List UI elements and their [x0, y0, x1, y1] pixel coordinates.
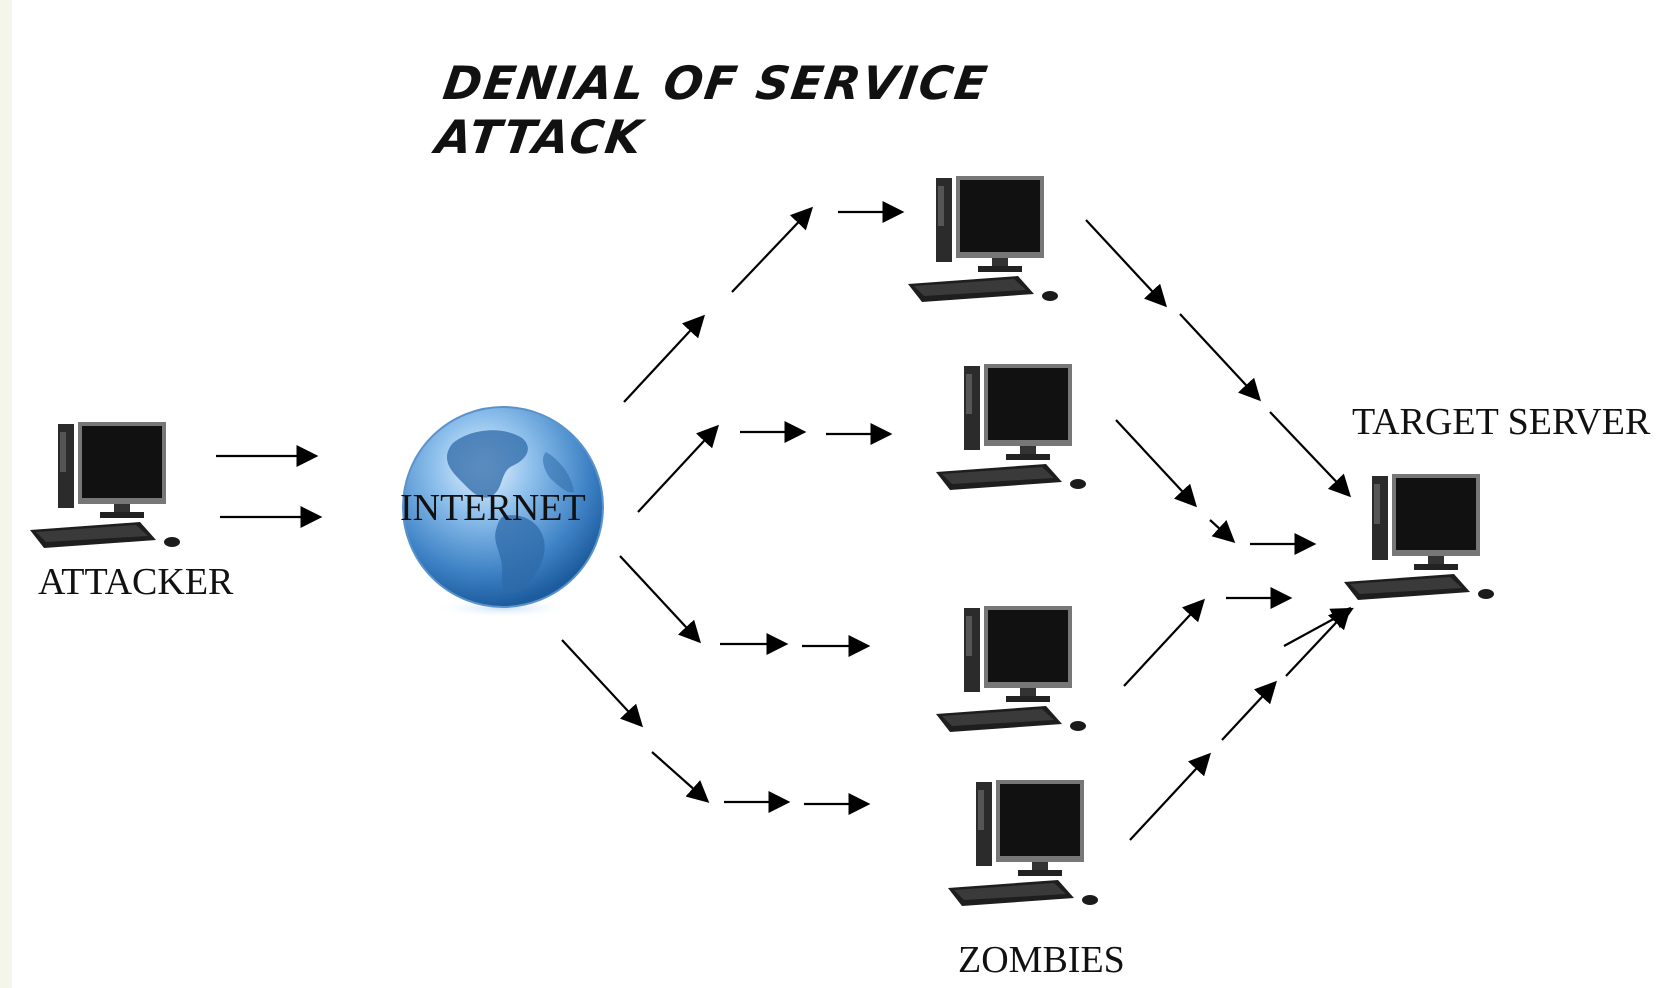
arrow-internet-to-zombie-4 — [651, 751, 710, 803]
arrow-zombie-1-to-target — [1269, 411, 1352, 498]
arrow-zombie-1-to-target — [1179, 313, 1261, 402]
arrow-internet-to-zombie-4 — [561, 639, 643, 728]
target-server-computer-icon — [1340, 470, 1500, 617]
zombie-computer-icon — [932, 360, 1092, 507]
internet-globe-icon — [400, 404, 606, 618]
arrow-zombie-2-to-target — [1209, 519, 1236, 543]
attacker-label: ATTACKER — [38, 561, 234, 603]
arrow-internet-to-zombie-3 — [619, 555, 701, 644]
zombie-computer-icon — [932, 602, 1092, 749]
arrow-zombie-3-to-target — [1123, 598, 1205, 687]
target-server-label: TARGET SERVER — [1352, 401, 1651, 443]
zombie-computer-icon — [944, 776, 1104, 923]
arrow-zombie-4-to-target — [1129, 752, 1211, 841]
arrow-zombie-2-to-target — [1115, 419, 1197, 508]
arrow-internet-to-zombie-2 — [637, 424, 719, 513]
arrow-internet-to-zombie-1 — [623, 314, 705, 403]
attacker-computer-icon — [26, 418, 186, 565]
internet-label: INTERNET — [400, 487, 586, 529]
arrow-zombie-4-to-target — [1221, 680, 1277, 741]
arrow-internet-to-zombie-1 — [731, 206, 814, 293]
zombie-computer-icon — [904, 172, 1064, 319]
arrow-zombie-4-to-target — [1285, 606, 1352, 677]
zombies-label: ZOMBIES — [958, 939, 1125, 981]
arrow-zombie-1-to-target — [1085, 219, 1167, 308]
